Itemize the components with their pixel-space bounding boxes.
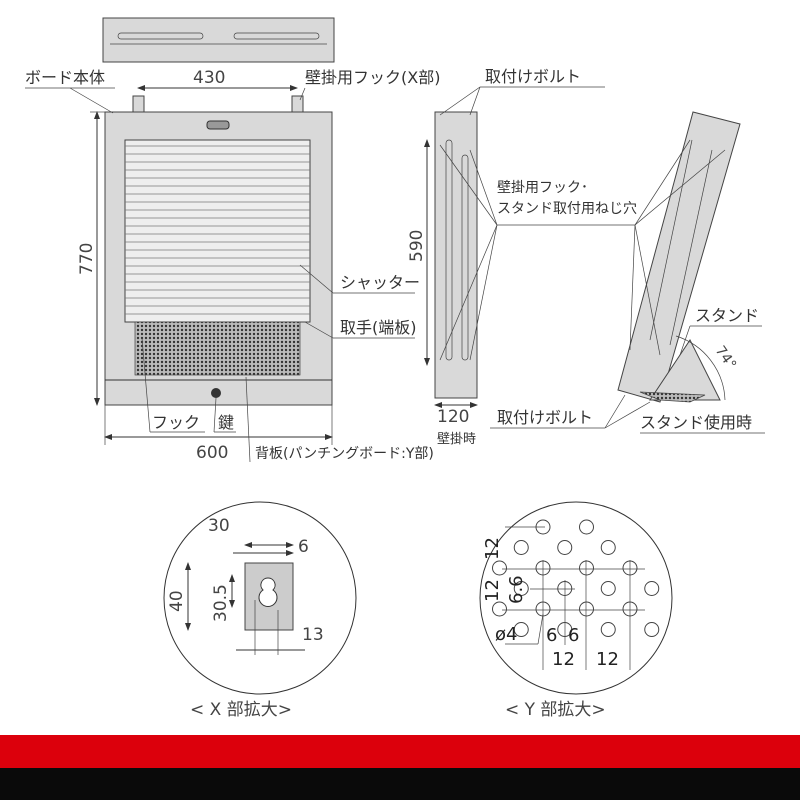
dim-y-half-v: 6.6 [506, 575, 527, 604]
side-view-wall [434, 111, 478, 399]
dim-hook-spacing: 430 [193, 68, 225, 88]
dim-y-pitch-v2: 12 [482, 579, 503, 602]
footer-black-band [0, 768, 800, 800]
perforation-hole [513, 581, 529, 596]
label-screw-holes-1: 壁掛用フック･ [497, 180, 588, 196]
dim-x-plate-height: 40 [167, 590, 187, 612]
keyhole-slot [258, 577, 278, 607]
dim-y-pitch-v1: 12 [482, 537, 503, 560]
dim-y-hole-dia: ø4 [495, 624, 517, 645]
perforation-hole [557, 540, 573, 555]
wall-hook-left [132, 95, 145, 113]
perforation-hole [492, 560, 507, 576]
y-detail-circle [479, 501, 673, 695]
label-key: 鍵 [218, 413, 234, 432]
perforation-hole [644, 581, 660, 596]
dim-x-slot-width: 6 [298, 537, 309, 557]
label-stand: スタンド [695, 306, 759, 325]
key-lock-icon [211, 388, 221, 398]
front-view-board [104, 95, 333, 406]
dim-x-slot-height: 30.5 [211, 584, 231, 622]
dim-width: 600 [196, 443, 228, 463]
dim-x-plate-width: 30 [208, 516, 230, 536]
x-detail-circle [163, 501, 357, 695]
label-x-detail: < X 部拡大> [190, 700, 292, 720]
perforation-hole [579, 560, 594, 576]
perforation-hole [513, 540, 529, 555]
label-shutter: シャッター [340, 273, 420, 292]
perforation-hole [579, 601, 594, 617]
label-screw-holes-2: スタンド取付用ねじ穴 [497, 201, 637, 217]
dim-height: 770 [77, 243, 97, 275]
label-wall-hook-x: 壁掛用フック(X部) [305, 68, 440, 87]
logo-badge [206, 120, 230, 130]
side-view-stand [617, 111, 741, 403]
label-hook: フック [152, 413, 200, 432]
dim-y-pitch-h2: 12 [596, 649, 619, 670]
dim-hole-spacing: 590 [407, 230, 427, 262]
perforation-hole [600, 622, 616, 637]
label-mount-bolt-top: 取付けボルト [485, 67, 581, 86]
label-back-panel: 背板(パンチングボード:Y部) [255, 446, 434, 462]
top-view-plate [102, 17, 335, 63]
perforation-hole [492, 601, 507, 617]
dim-y-half-h2: 6 [568, 625, 579, 646]
label-mount-bolt-bottom: 取付けボルト [497, 408, 593, 427]
dim-x-slot-offset: 13 [302, 625, 324, 645]
dim-y-half-h1: 6 [546, 625, 557, 646]
footer-red-band [0, 735, 800, 768]
dim-depth: 120 [437, 407, 469, 427]
perforation-hole [600, 540, 616, 555]
perforation-hole [600, 581, 616, 596]
label-handle: 取手(端板) [340, 318, 417, 337]
dim-y-pitch-h1: 12 [552, 649, 575, 670]
label-wall-mounted: 壁掛時 [437, 432, 476, 447]
perforation-hole [579, 519, 594, 535]
label-stand-in-use: スタンド使用時 [640, 413, 752, 432]
label-board-body: ボード本体 [25, 68, 105, 87]
label-y-detail: < Y 部拡大> [505, 700, 606, 720]
shutter-slats [125, 145, 310, 315]
perforation-hole [513, 622, 529, 637]
perforation-hole [644, 622, 660, 637]
wall-hook-right [291, 95, 304, 113]
